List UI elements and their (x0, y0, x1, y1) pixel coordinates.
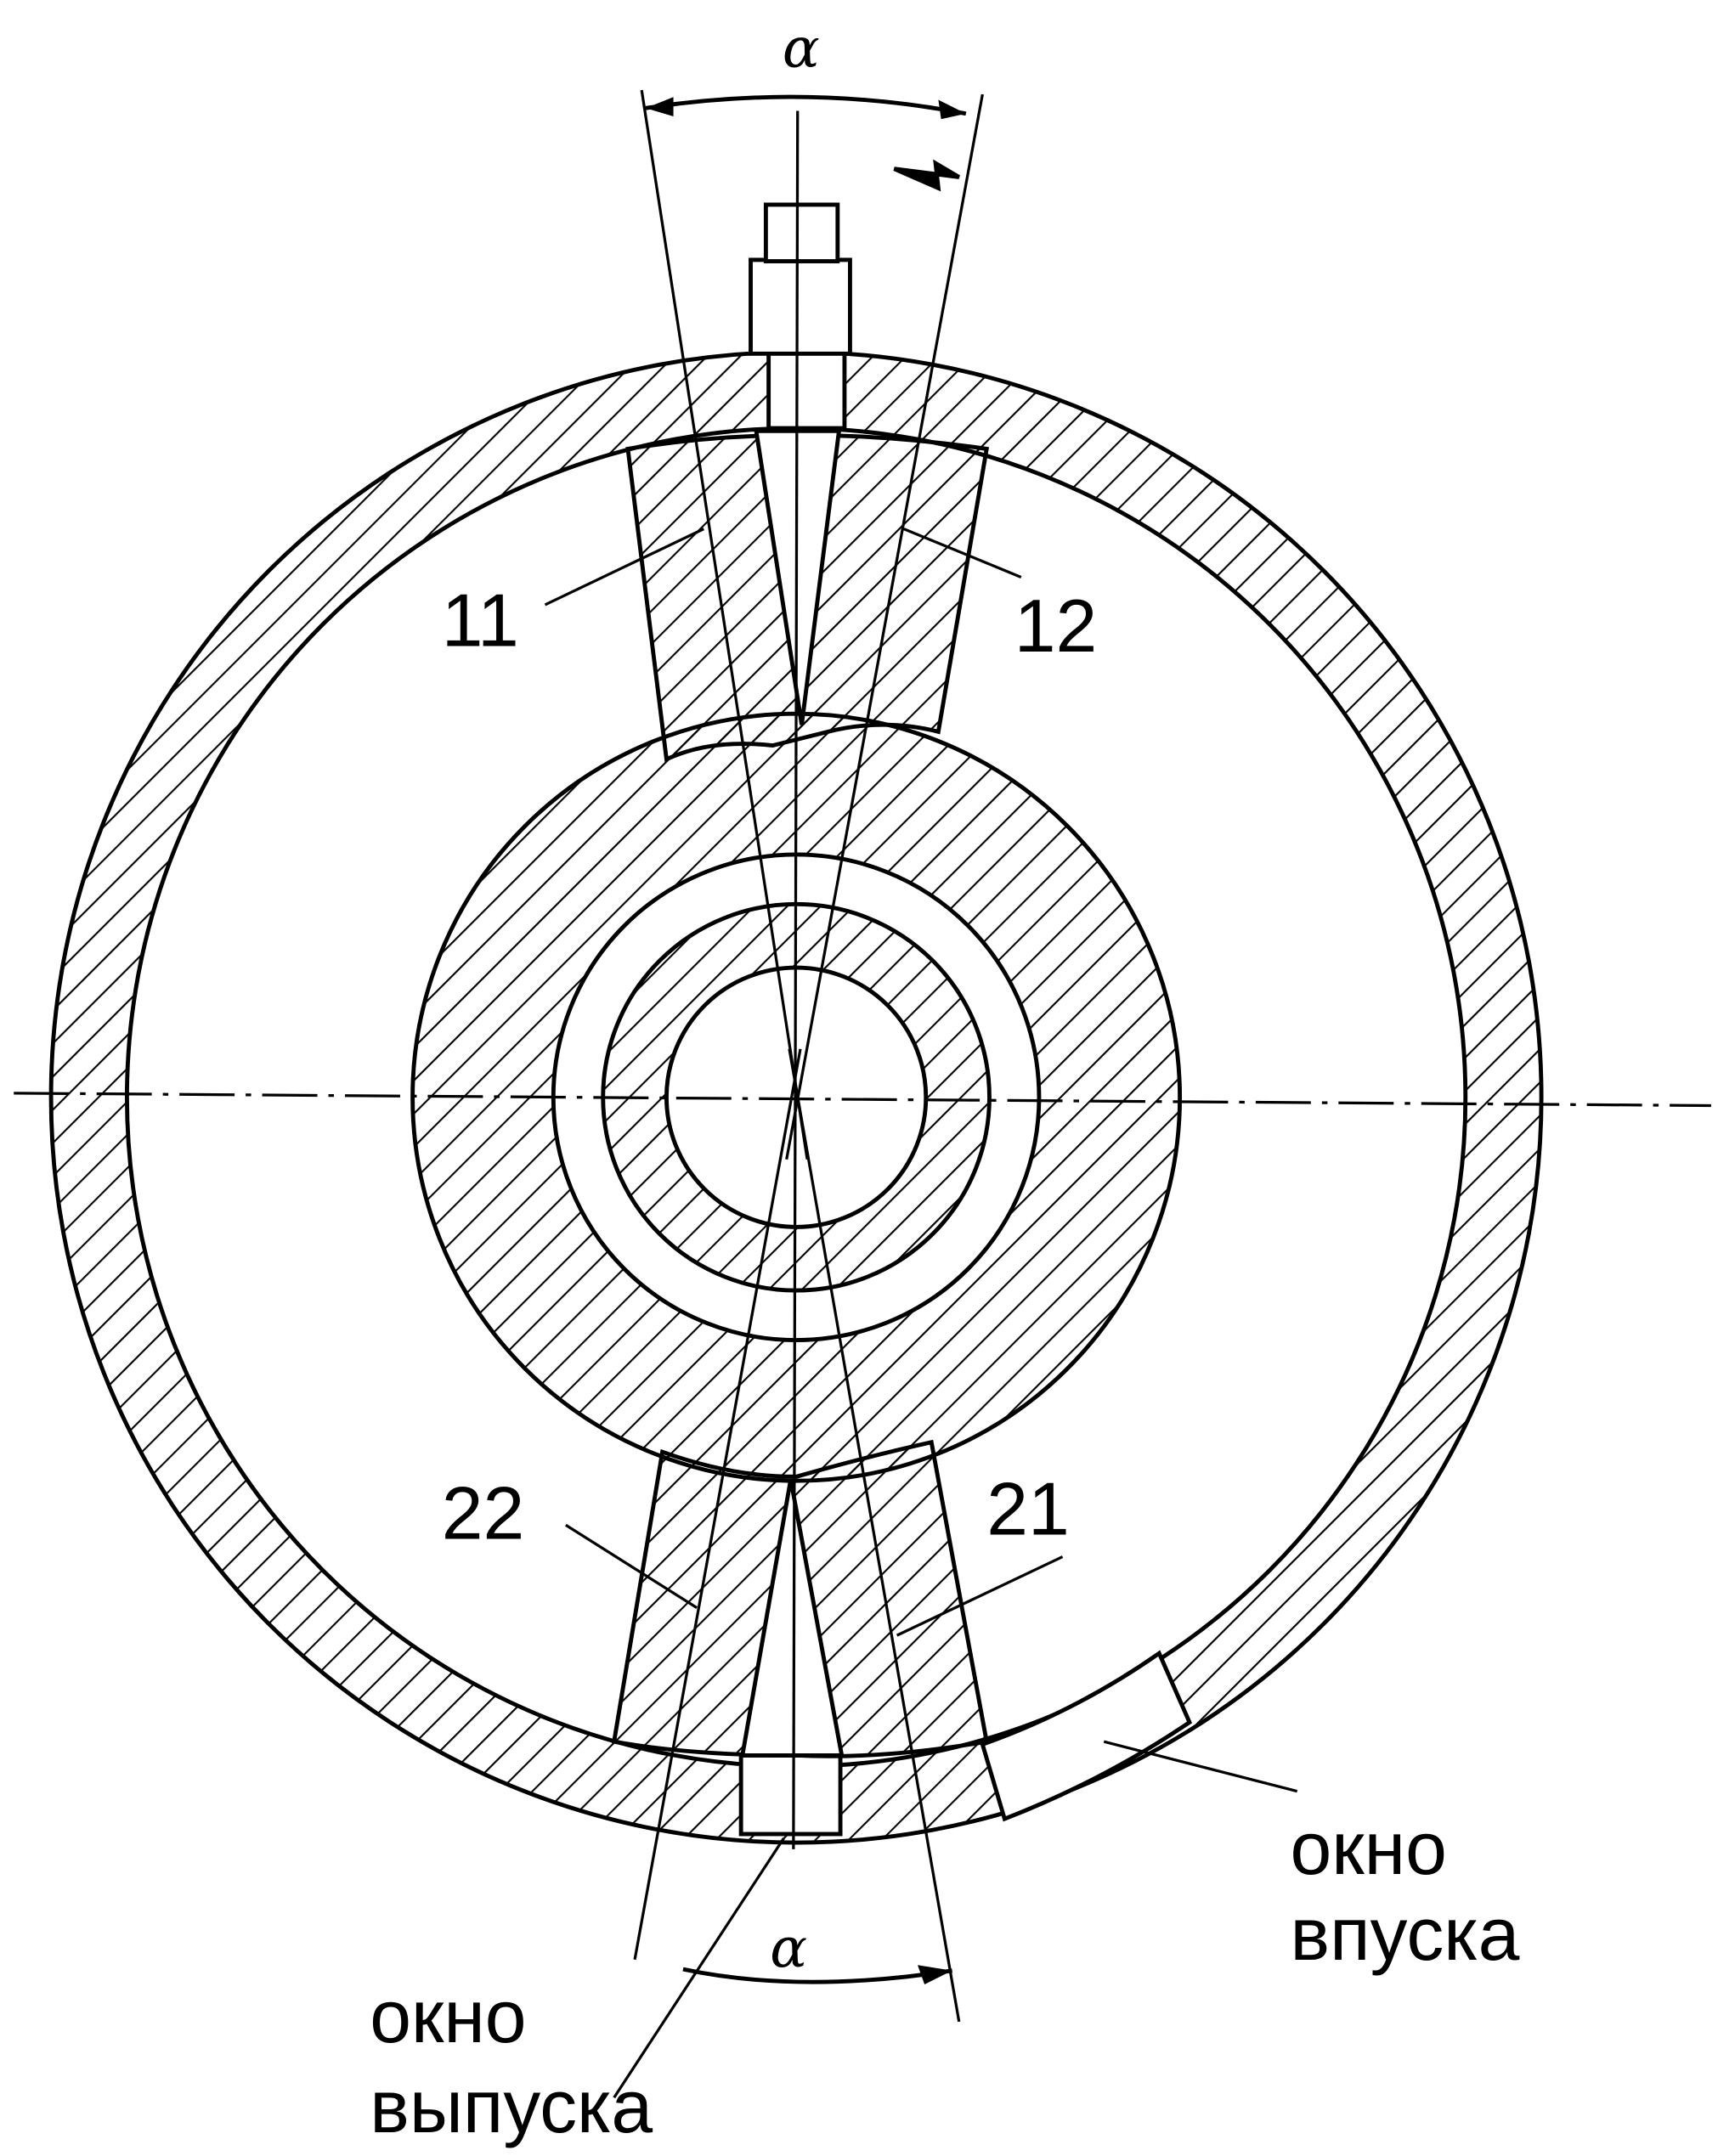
alpha-dimension-arc-top (645, 94, 967, 116)
intake-window-label-line1: окно (1291, 1807, 1447, 1890)
vane-label-12: 12 (1014, 584, 1098, 668)
vane-gap-bottom (739, 1479, 845, 1758)
alpha-line-bottom-left (633, 1048, 802, 1961)
exhaust-window-label-line2: выпуска (370, 2065, 653, 2148)
alpha-line-left (640, 89, 809, 1160)
vane-label-22: 22 (442, 1471, 525, 1555)
arrow-icon (938, 99, 966, 120)
intake-window-label-line2: впуска (1291, 1893, 1520, 1976)
leader-11 (544, 528, 704, 607)
arrow-icon (918, 1965, 952, 1985)
arrow-icon (893, 159, 960, 192)
valve-fitting (749, 202, 852, 431)
vane-label-11: 11 (442, 579, 519, 663)
arrow-icon (646, 97, 674, 117)
angle-label-top: α (783, 17, 820, 81)
angle-label-bottom: α (770, 1916, 807, 1980)
leader-intake (1103, 1740, 1298, 1793)
alpha-line-right (785, 93, 984, 1160)
intake-window (980, 1650, 1193, 1822)
exhaust-window (738, 1752, 843, 1837)
alpha-dimension-arc-bottom (682, 1967, 952, 1984)
alpha-line-bottom-right (788, 1048, 961, 2023)
leader-exhaust (613, 1837, 785, 2099)
leader-21 (896, 1555, 1064, 1637)
leader-12 (903, 528, 1022, 579)
housing-ring (48, 350, 1544, 1845)
vertical-centerline (792, 110, 800, 1849)
leader-22 (565, 1523, 698, 1610)
horizontal-centerline (14, 1092, 1711, 1108)
exhaust-window-label-line1: окно (370, 1975, 526, 2058)
vane-label-21: 21 (986, 1468, 1070, 1551)
